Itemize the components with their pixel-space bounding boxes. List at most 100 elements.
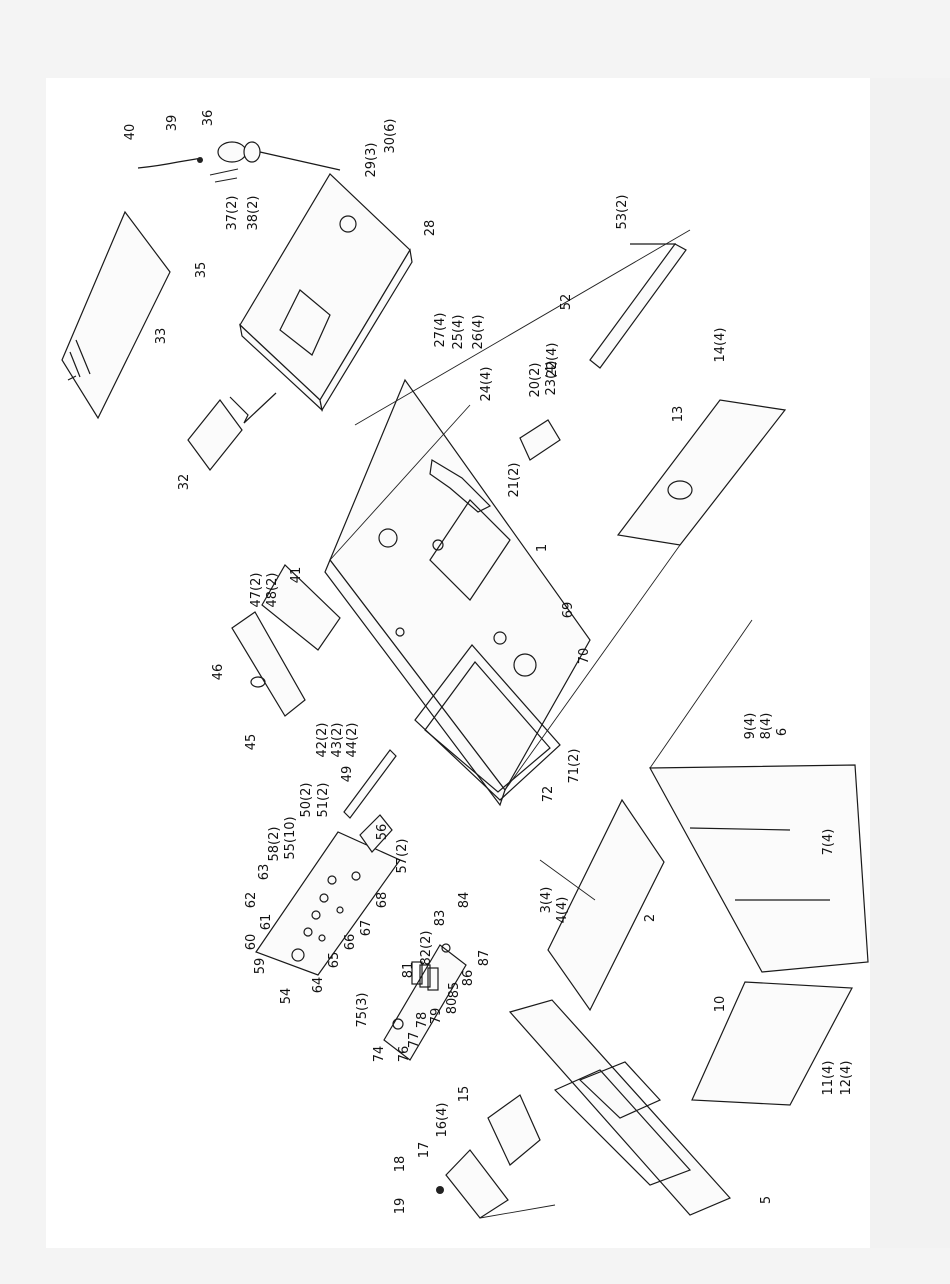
rail-46	[231, 611, 306, 717]
callout-label: 6	[775, 728, 790, 736]
callout-label: 51(2)	[316, 783, 331, 818]
callout-label: 13	[671, 406, 686, 423]
panel-2	[547, 798, 665, 1012]
callout-label: 55(10)	[283, 816, 298, 859]
callout-label: 26(4)	[471, 315, 486, 350]
bracket-strip-52	[589, 243, 687, 369]
callout-label: 77	[407, 1032, 422, 1049]
callout-label: 17	[417, 1142, 432, 1159]
callout-label: 12(4)	[839, 1061, 854, 1096]
callout-label: 78	[415, 1012, 430, 1029]
callout-label: 10	[713, 996, 728, 1013]
callout-label: 80	[445, 998, 460, 1015]
callout-label: 85	[447, 982, 462, 999]
slot-strip-49	[343, 749, 397, 819]
callout-label: 40	[123, 124, 138, 141]
callout-label: 36	[201, 110, 216, 127]
scan-margin-right	[870, 0, 950, 1284]
callout-label: 9(4)	[743, 713, 758, 740]
callout-label: 23(4)	[544, 361, 559, 396]
callout-label: 66	[343, 934, 358, 951]
callout-label: 8(4)	[759, 713, 774, 740]
callout-label: 39	[165, 115, 180, 132]
callout-label: 59	[253, 958, 268, 975]
callout-label: 49	[340, 766, 355, 783]
callout-label: 1	[535, 544, 550, 552]
callout-label: 25(4)	[451, 315, 466, 350]
callout-label: 63	[257, 864, 272, 881]
lower-panel-10	[691, 981, 853, 1106]
cover-41	[261, 564, 341, 651]
tray-32	[187, 399, 243, 471]
callout-label: 74	[372, 1046, 387, 1063]
callout-label: 81	[401, 962, 416, 979]
callout-label: 2	[643, 914, 658, 922]
callout-label: 21(2)	[507, 463, 522, 498]
hose-40	[137, 157, 203, 169]
callout-label: 79	[429, 1008, 444, 1025]
cabinet-panel-6	[648, 764, 869, 973]
callout-label: 68	[375, 892, 390, 909]
callout-label: 61	[259, 914, 274, 931]
top-housing-28	[239, 173, 411, 401]
scan-margin-bottom	[0, 1248, 950, 1284]
callout-label: 38(2)	[246, 196, 261, 231]
callout-label: 50(2)	[299, 783, 314, 818]
callout-label: 4(4)	[555, 897, 570, 924]
side-panel-13	[616, 399, 787, 546]
callout-label: 16(4)	[435, 1103, 450, 1138]
scan-margin-left	[0, 0, 46, 1284]
callout-label: 56	[375, 824, 390, 841]
scan-margin-top	[0, 0, 950, 78]
callout-label: 71(2)	[567, 749, 582, 784]
callout-label: 37(2)	[225, 196, 240, 231]
callout-label: 82(2)	[419, 931, 434, 966]
callout-label: 14(4)	[713, 328, 728, 363]
callout-label: 35	[194, 262, 209, 279]
frame-5	[508, 999, 732, 1216]
callout-label: 15	[457, 1086, 472, 1103]
part-drawings	[61, 141, 869, 1219]
callout-label: 3(4)	[539, 887, 554, 914]
callout-label: 5	[759, 1196, 774, 1204]
callout-label: 41	[289, 567, 304, 584]
callout-label: 24(4)	[479, 367, 494, 402]
callout-label: 32	[177, 474, 192, 491]
callout-label: 84	[457, 892, 472, 909]
callout-label: 44(2)	[345, 723, 360, 758]
callout-label: 72	[541, 786, 556, 803]
callout-label: 45	[244, 734, 259, 751]
callout-label: 47(2)	[249, 573, 264, 608]
callout-label: 46	[211, 664, 226, 681]
callout-label: 75(3)	[355, 993, 370, 1028]
callout-label: 28	[423, 220, 438, 237]
callout-label: 65	[327, 952, 342, 969]
callout-label: 19	[393, 1198, 408, 1215]
callout-label: 54	[279, 988, 294, 1005]
callout-label: 20(2)	[528, 363, 543, 398]
callout-label: 11(4)	[821, 1061, 836, 1096]
callout-label: 29(3)	[364, 143, 379, 178]
callout-label: 70	[577, 648, 592, 665]
callout-label: 27(4)	[433, 313, 448, 348]
callout-label: 42(2)	[315, 723, 330, 758]
callout-label: 52	[559, 294, 574, 311]
pump-fitting-36	[217, 141, 341, 171]
callout-label: 67	[359, 920, 374, 937]
callout-label: 64	[311, 977, 326, 994]
hinge-20	[519, 419, 561, 461]
callout-label: 62	[244, 892, 259, 909]
callout-label: 83	[433, 910, 448, 927]
callout-label: 22(4)	[545, 343, 560, 378]
callout-label: 48(2)	[265, 573, 280, 608]
callout-label: 53(2)	[615, 195, 630, 230]
callout-label: 60	[244, 934, 259, 951]
callout-label: 18	[393, 1156, 408, 1173]
callout-label: 57(2)	[395, 839, 410, 874]
control-panel-54	[255, 831, 401, 976]
callout-label: 58(2)	[267, 827, 282, 862]
callout-label: 76	[397, 1046, 412, 1063]
